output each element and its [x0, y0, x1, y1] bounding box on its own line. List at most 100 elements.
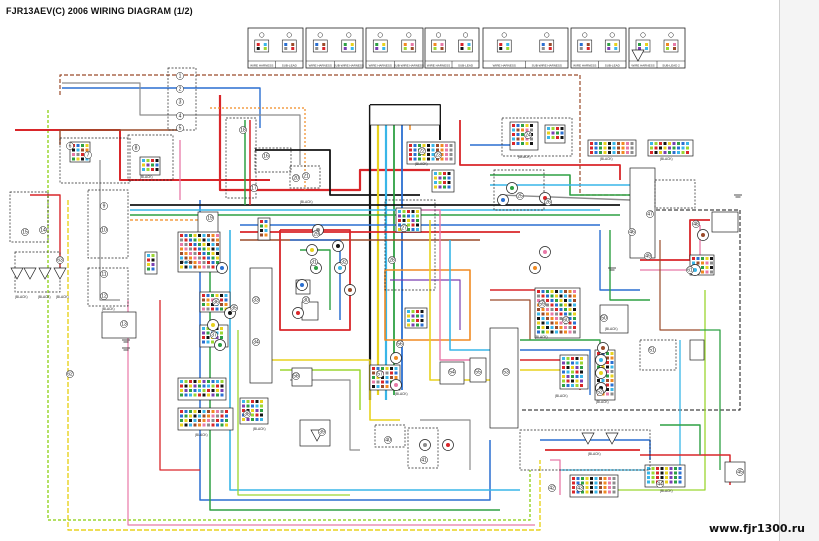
- pin-icon: [608, 481, 611, 485]
- pin-icon: [610, 374, 614, 378]
- sensor-pin-icon: [228, 311, 232, 315]
- pin-icon: [660, 476, 664, 479]
- pin-icon: [350, 43, 354, 46]
- pin-icon: [573, 312, 576, 316]
- wire-green: [660, 424, 701, 455]
- pin-icon: [76, 153, 80, 156]
- pin-icon: [216, 261, 219, 264]
- ref-number: 38: [244, 412, 250, 418]
- pin-icon: [216, 234, 219, 237]
- sensor-pin-icon: [701, 233, 705, 237]
- sensor-pin-icon: [220, 266, 224, 270]
- pin-icon: [659, 146, 662, 150]
- pin-icon: [612, 151, 616, 154]
- pin-icon: [189, 423, 192, 427]
- pin-icon: [560, 127, 564, 130]
- pin-icon: [638, 47, 641, 50]
- pin-icon: [612, 477, 616, 480]
- ref-number-icon: [340, 258, 348, 266]
- pin-icon: [394, 367, 398, 370]
- pin-icon: [398, 210, 401, 213]
- pin-icon: [184, 389, 188, 392]
- ref-number-icon: [576, 484, 584, 492]
- pin-icon: [198, 384, 201, 388]
- pin-icon: [202, 336, 205, 339]
- pin-icon: [202, 327, 205, 330]
- pin-number-icon: [286, 32, 292, 38]
- page-edge-line: [779, 0, 780, 541]
- pin-icon: [411, 219, 415, 222]
- sensor-box: [374, 424, 406, 448]
- pin-icon: [669, 476, 673, 479]
- pin-icon: [564, 303, 567, 307]
- pin-icon: [255, 400, 259, 403]
- pin-icon: [402, 219, 406, 222]
- wire-brown: [659, 240, 700, 331]
- pin-icon: [418, 157, 421, 161]
- pin-icon: [193, 247, 197, 251]
- pin-number-icon: [462, 32, 469, 38]
- pin-icon: [72, 148, 75, 152]
- pin-icon: [610, 352, 614, 355]
- wire-green: [700, 329, 721, 470]
- ref-number: 44: [657, 482, 663, 488]
- pin-icon: [382, 47, 386, 50]
- pin-icon: [284, 47, 288, 50]
- pin-icon: [436, 144, 439, 147]
- pin-icon: [568, 330, 572, 334]
- pin-icon: [180, 419, 183, 422]
- pin-icon: [555, 330, 558, 334]
- pin-icon: [573, 326, 576, 329]
- pin-icon: [206, 340, 210, 344]
- legend-label: SUB-LEAD 2: [662, 64, 680, 68]
- pin-icon: [445, 153, 448, 156]
- pin-icon: [608, 486, 611, 489]
- pin-icon: [512, 128, 515, 132]
- connector-color-label: (BLACK): [605, 327, 618, 331]
- pin-icon: [601, 379, 605, 382]
- ref-number: 4: [179, 114, 182, 120]
- pin-icon: [621, 146, 625, 150]
- wire-gray: [420, 419, 471, 470]
- pin-icon: [673, 47, 676, 50]
- pin-icon: [650, 142, 653, 145]
- wire-blue: [599, 230, 640, 291]
- pin-icon: [610, 379, 614, 382]
- pin-icon: [211, 393, 215, 397]
- sensor-pin-icon: [296, 311, 300, 315]
- pin-icon: [202, 238, 206, 242]
- pin-icon: [263, 43, 267, 46]
- pin-icon: [608, 151, 611, 154]
- ref-number-icon: [396, 340, 404, 348]
- pin-icon: [422, 157, 426, 161]
- pin-icon: [260, 400, 263, 403]
- pin-icon: [390, 367, 393, 370]
- pin-icon: [225, 423, 228, 427]
- pin-icon: [224, 303, 228, 306]
- pin-icon: [647, 476, 650, 479]
- pin-icon: [606, 374, 609, 378]
- pin-icon: [566, 370, 570, 374]
- pin-icon: [599, 490, 602, 494]
- pin-icon: [184, 380, 188, 383]
- ref-number-icon: [84, 151, 92, 159]
- pin-icon: [381, 376, 384, 379]
- ref-number-icon: [656, 480, 664, 488]
- pin-icon: [216, 380, 219, 383]
- pin-icon: [581, 481, 584, 485]
- legend-label: SUB-WIRE HARNESS: [334, 64, 364, 68]
- wire-lime-dashed: [47, 110, 531, 521]
- pin-icon: [251, 409, 254, 412]
- pin-icon: [376, 380, 380, 384]
- wire-pink: [420, 209, 480, 361]
- pin-icon: [407, 228, 410, 231]
- pin-icon: [594, 146, 598, 150]
- pin-icon: [572, 477, 575, 480]
- pin-icon: [555, 321, 558, 325]
- wire-red: [459, 120, 621, 180]
- legend-label: WIRE HARNESS: [309, 64, 332, 68]
- wire-red: [30, 194, 61, 270]
- pin-icon: [608, 142, 611, 145]
- pin-icon: [251, 400, 254, 403]
